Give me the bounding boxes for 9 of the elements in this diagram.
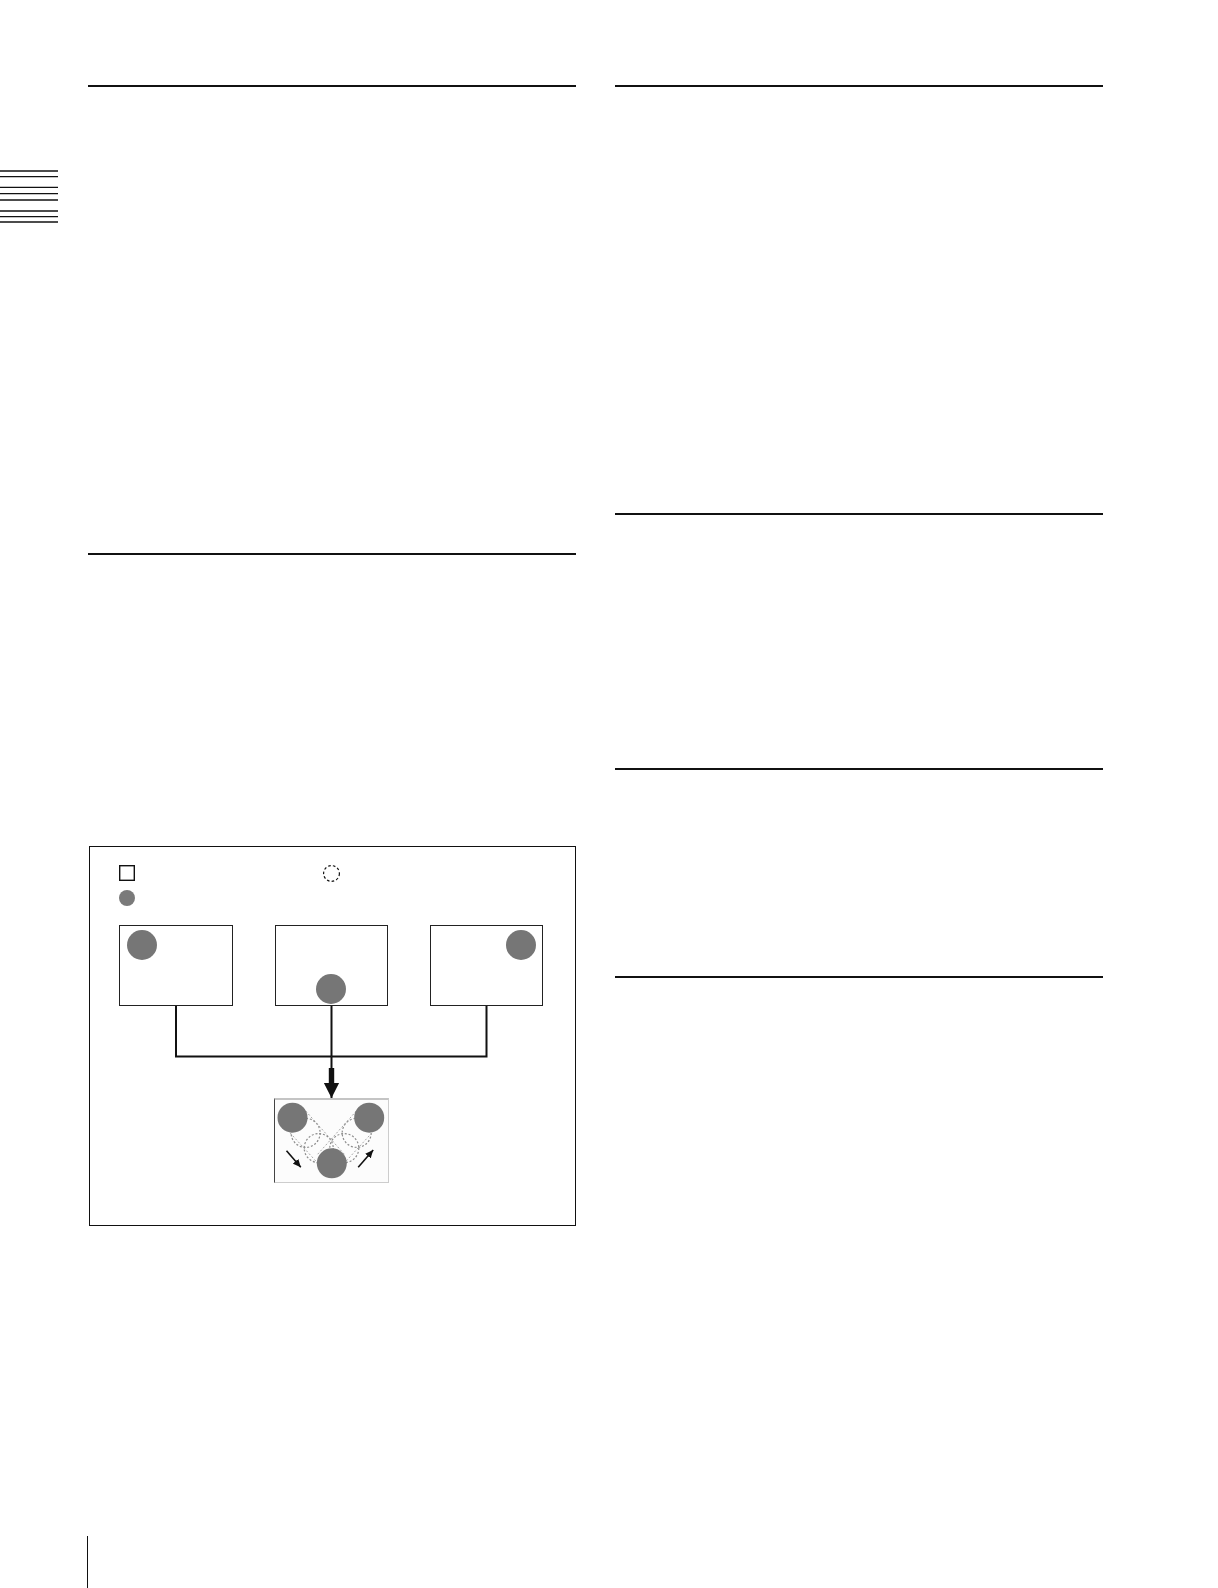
dot-icon [119,890,135,906]
square-icon [119,865,135,881]
screen-frame [275,925,388,1006]
connector-line [330,1005,488,1058]
connector-line [175,1005,333,1058]
screen-frame [430,925,543,1006]
connector-line [330,1005,333,1058]
screen-frame [119,925,233,1006]
dashed-circle-icon [322,864,340,882]
